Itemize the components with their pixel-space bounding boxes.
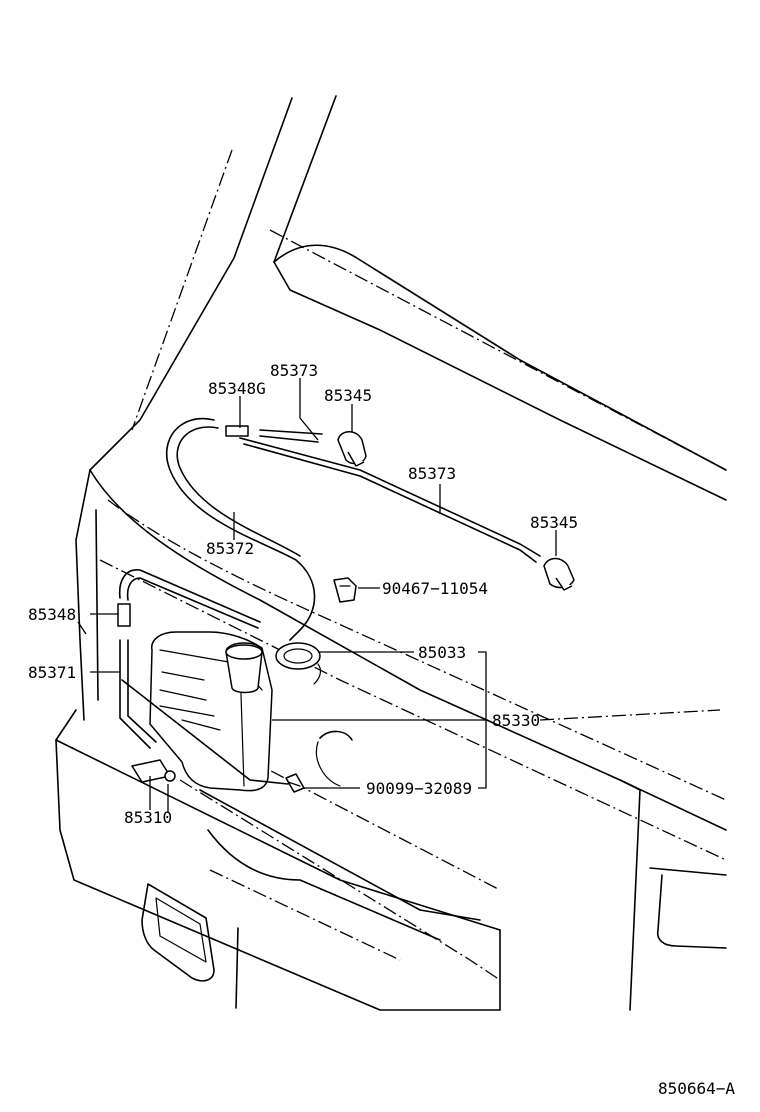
hose-clip: [333, 577, 357, 603]
hidden-lines: [99, 149, 727, 981]
grommet: [285, 773, 305, 793]
washer-tank: [149, 631, 273, 792]
label-85371: 85371: [28, 663, 76, 682]
label-90467-11054: 90467−11054: [382, 579, 488, 598]
vehicle-body: [55, 95, 727, 1011]
label-85345-top: 85345: [324, 386, 372, 405]
label-85345-right: 85345: [530, 513, 578, 532]
label-85373-mid: 85373: [408, 464, 456, 483]
nozzle-right: [543, 557, 575, 591]
label-85348g: 85348G: [208, 379, 266, 398]
label-85330: 85330: [492, 711, 540, 730]
label-85372: 85372: [206, 539, 254, 558]
label-85033: 85033: [418, 643, 466, 662]
label-85310: 85310: [124, 808, 172, 827]
washer-pump: [131, 759, 176, 783]
tank-hose-strap: [121, 679, 289, 785]
leader-lines: [77, 378, 557, 812]
label-90099-32089: 90099−32089: [366, 779, 472, 798]
check-valve: [117, 425, 249, 627]
label-85373-top: 85373: [270, 361, 318, 380]
figure-code: 850664−A: [658, 1079, 735, 1098]
nozzle-top: [337, 431, 367, 467]
label-85348: 85348: [28, 605, 76, 624]
tank-cap: [275, 642, 322, 685]
part-labels: 85373 85348G 85345 85373 85345 85372 904…: [28, 361, 735, 1098]
